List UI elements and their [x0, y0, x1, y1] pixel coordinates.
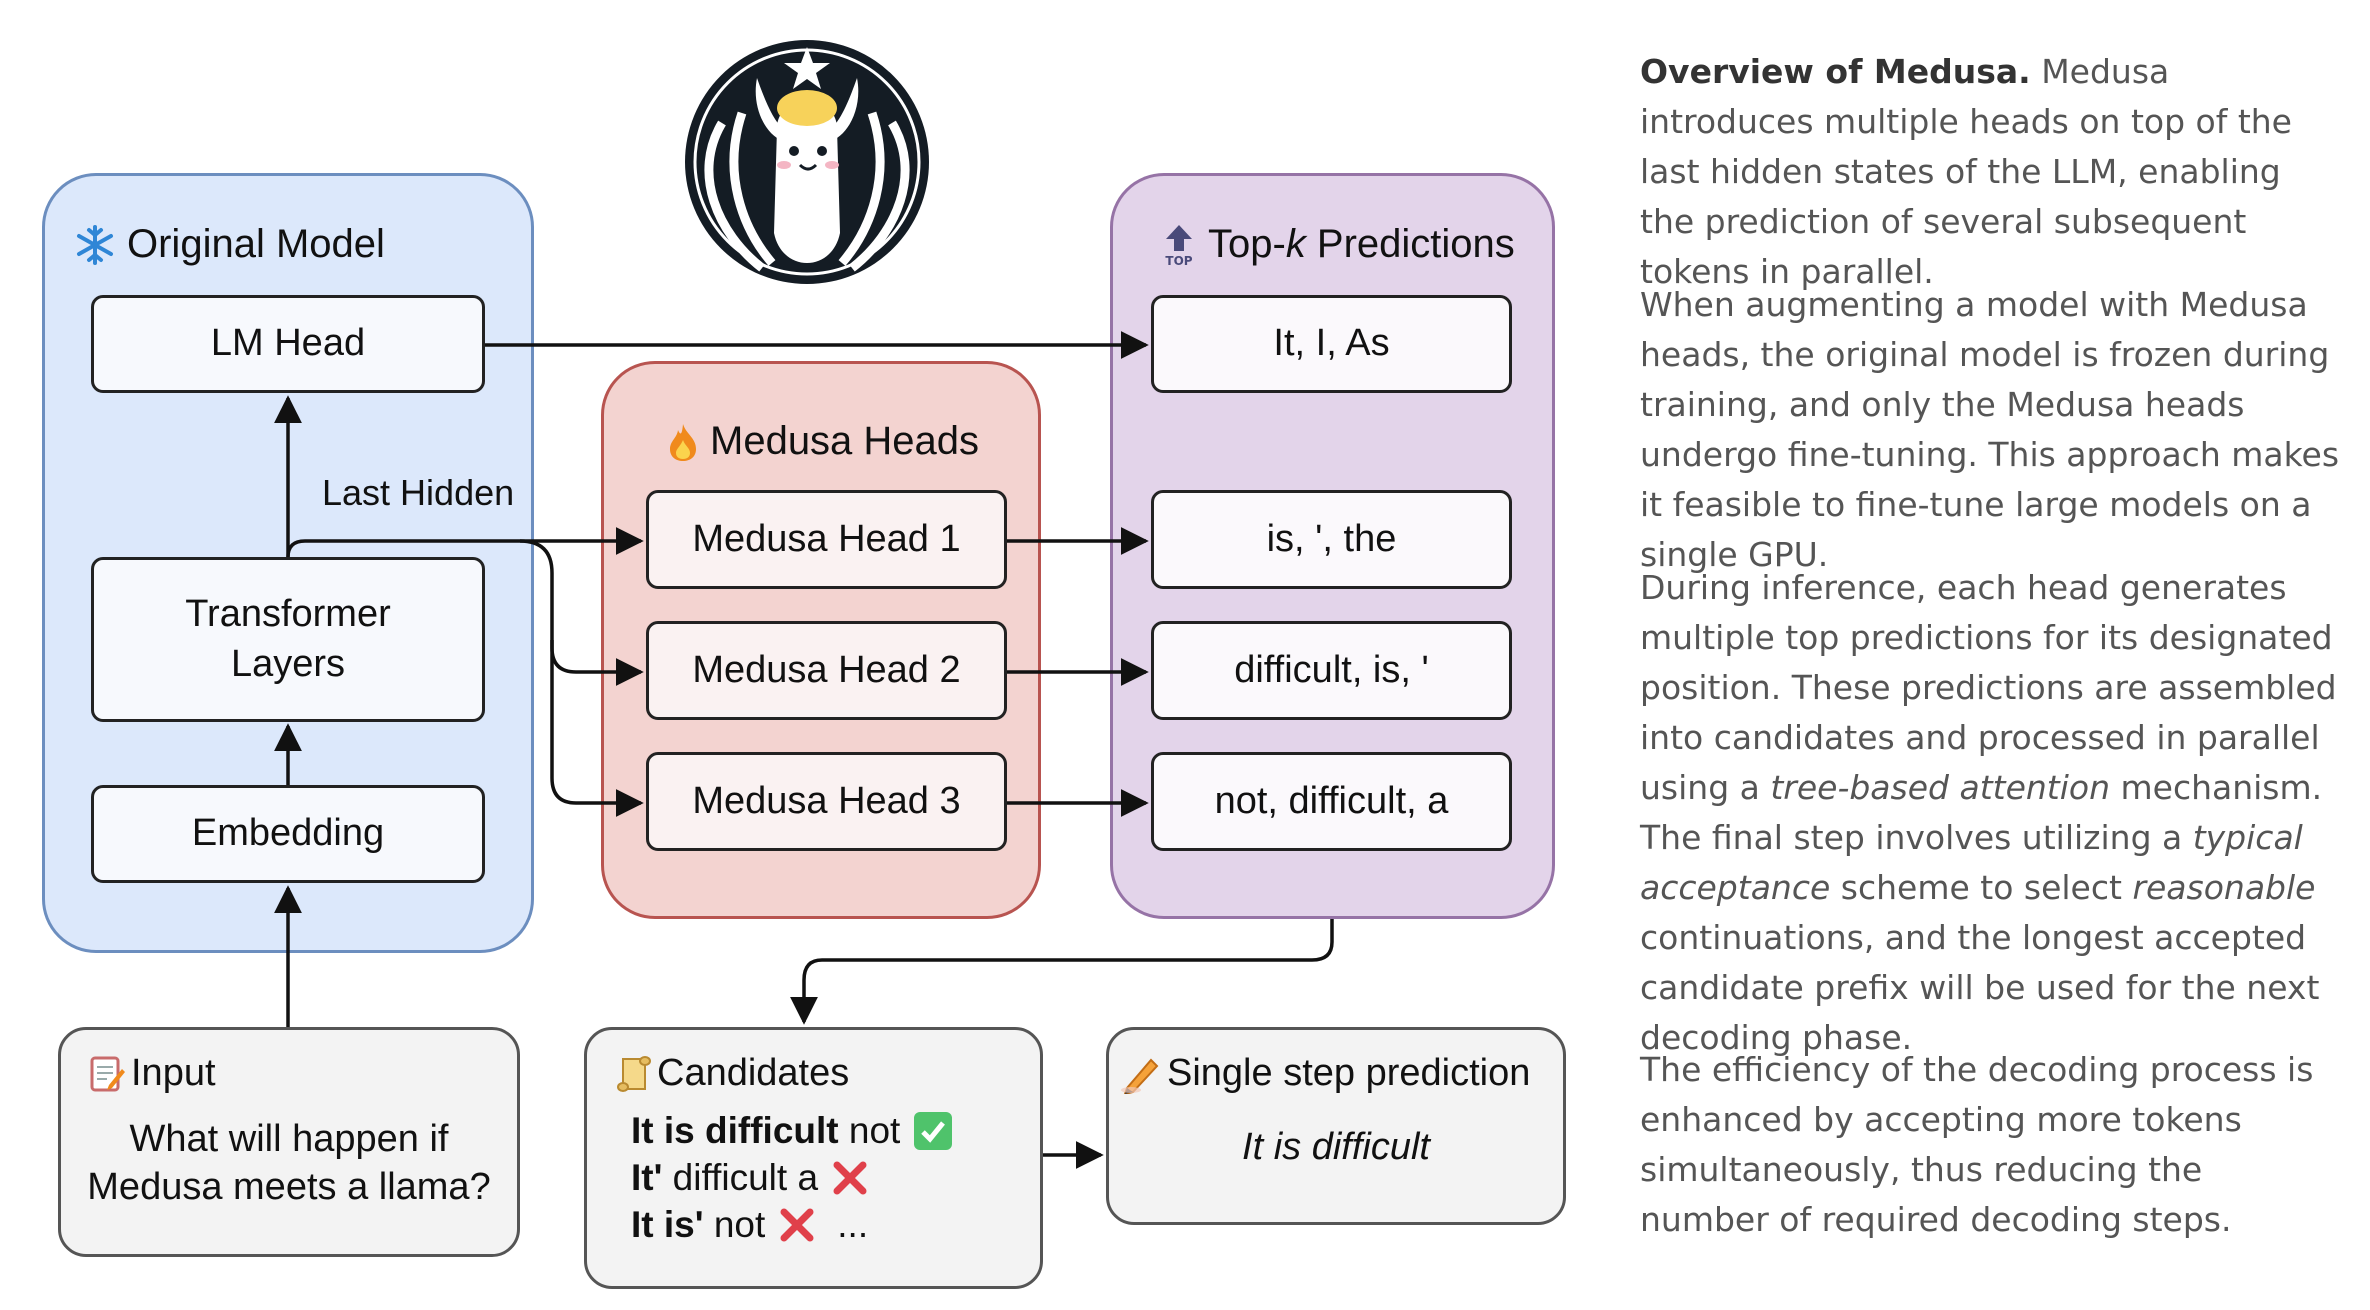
candidate-row-2: It' difficult a: [631, 1157, 868, 1199]
prediction-head1-label: is, ', the: [1266, 517, 1397, 560]
medusa-heads-title-text: Medusa Heads: [710, 419, 980, 463]
candidates-box: Candidates It is difficult not It' diffi…: [584, 1027, 1043, 1289]
prediction-head2-label: difficult, is, ': [1234, 648, 1429, 691]
medusa-llama-logo: [685, 40, 929, 284]
prediction-head1: is, ', the: [1151, 490, 1512, 589]
topk-title-prefix: Top-: [1208, 222, 1286, 266]
topk-predictions-title: TOP Top-k Predictions: [1162, 222, 1515, 267]
description-p3-c: scheme to select: [1830, 868, 2133, 907]
medusa-head-2-label: Medusa Head 2: [692, 648, 961, 691]
original-model-title: Original Model: [75, 222, 385, 267]
fire-icon: [670, 423, 696, 461]
medusa-head-3-label: Medusa Head 3: [692, 779, 961, 822]
prediction-lm-label: It, I, As: [1273, 322, 1390, 365]
medusa-head-1-label: Medusa Head 1: [692, 517, 961, 560]
topk-title-suffix: Predictions: [1305, 222, 1515, 266]
snowflake-icon: [77, 224, 113, 265]
input-title: Input: [89, 1052, 216, 1095]
description-paragraph-1: Overview of Medusa. Medusa introduces mu…: [1640, 47, 2340, 297]
prediction-lm: It, I, As: [1151, 295, 1512, 393]
prediction-head3-label: not, difficult, a: [1214, 779, 1449, 822]
single-step-title-text: Single step prediction: [1167, 1052, 1531, 1094]
logo-star: [784, 47, 830, 89]
description-p3-b: mechanism. The final step involves utili…: [1640, 768, 2323, 857]
check-icon: [914, 1112, 953, 1150]
arrow-topk-to-candidates: [790, 919, 1334, 1025]
description-p3-italic-3: reasonable: [2132, 868, 2316, 907]
svg-text:TOP: TOP: [1165, 254, 1192, 267]
lm-head-label: LM Head: [210, 322, 366, 365]
description-p1-text: Medusa introduces multiple heads on top …: [1640, 52, 2292, 291]
input-line-1: What will happen if: [129, 1118, 449, 1160]
top-icon: TOP: [1165, 224, 1193, 267]
candidate-3-accepted: It is': [631, 1204, 704, 1245]
memo-icon: [90, 1056, 125, 1091]
medusa-head-1: Medusa Head 1: [646, 490, 1007, 589]
lm-head-node: LM Head: [91, 295, 485, 393]
prediction-head2: difficult, is, ': [1151, 621, 1512, 720]
candidate-2-rest: difficult a: [662, 1157, 819, 1198]
description-p2-text: When augmenting a model with Medusa head…: [1640, 285, 2340, 574]
medusa-head-3: Medusa Head 3: [646, 752, 1007, 851]
input-question: What will happen if Medusa meets a llama…: [61, 1115, 517, 1211]
transformer-label-line2: Layers: [230, 642, 346, 685]
medusa-heads-title: Medusa Heads: [668, 419, 979, 464]
candidate-2-accepted: It': [631, 1157, 663, 1198]
single-step-title: Single step prediction: [1121, 1052, 1530, 1095]
transformer-layers-node: Transformer Layers: [91, 557, 485, 722]
cross-icon: [833, 1161, 867, 1195]
description-p3-italic-2: typical acceptance: [1640, 818, 2303, 907]
candidate-1-accepted: It is difficult: [631, 1110, 839, 1151]
topk-title-k: k: [1285, 222, 1306, 266]
description-p3-a: During inference, each head generates mu…: [1640, 568, 2337, 807]
candidates-title-text: Candidates: [657, 1052, 850, 1094]
original-model-title-text: Original Model: [127, 222, 385, 266]
candidate-1-rest: not: [838, 1110, 901, 1151]
last-hidden-label: Last Hidden: [322, 472, 515, 513]
candidate-row-3: It is' not ...: [631, 1204, 868, 1246]
embedding-node: Embedding: [91, 785, 485, 883]
description-paragraph-4: The efficiency of the decoding process i…: [1640, 1045, 2340, 1245]
input-title-text: Input: [131, 1052, 216, 1094]
candidate-row-1: It is difficult not: [631, 1110, 953, 1152]
embedding-label: Embedding: [191, 812, 385, 855]
description-p4-text: The efficiency of the decoding process i…: [1640, 1050, 2314, 1239]
single-step-output: It is difficult: [1242, 1126, 1430, 1168]
cross-icon: [780, 1208, 814, 1242]
topk-title-text: Top-k Predictions: [1208, 222, 1515, 267]
pencil-icon: [1121, 1058, 1159, 1094]
candidate-3-rest: not: [703, 1204, 766, 1245]
candidate-3-ellipsis: ...: [837, 1204, 869, 1245]
description-paragraph-2: When augmenting a model with Medusa head…: [1640, 280, 2340, 580]
input-line-2: Medusa meets a llama?: [87, 1166, 491, 1208]
transformer-label-line1: Transformer: [185, 593, 391, 636]
candidates-title: Candidates: [617, 1052, 849, 1095]
description-p3-italic-1: tree-based attention: [1770, 768, 2110, 807]
medusa-head-2: Medusa Head 2: [646, 621, 1007, 720]
prediction-head3: not, difficult, a: [1151, 752, 1512, 851]
scroll-icon: [617, 1055, 651, 1092]
single-step-box: Single step prediction It is difficult: [1106, 1027, 1566, 1225]
description-paragraph-3: During inference, each head generates mu…: [1640, 563, 2340, 1063]
input-box: Input What will happen if Medusa meets a…: [58, 1027, 520, 1257]
description-p1-bold: Overview of Medusa.: [1640, 52, 2031, 91]
description-p3-d: continuations, and the longest accepted …: [1640, 918, 2320, 1057]
